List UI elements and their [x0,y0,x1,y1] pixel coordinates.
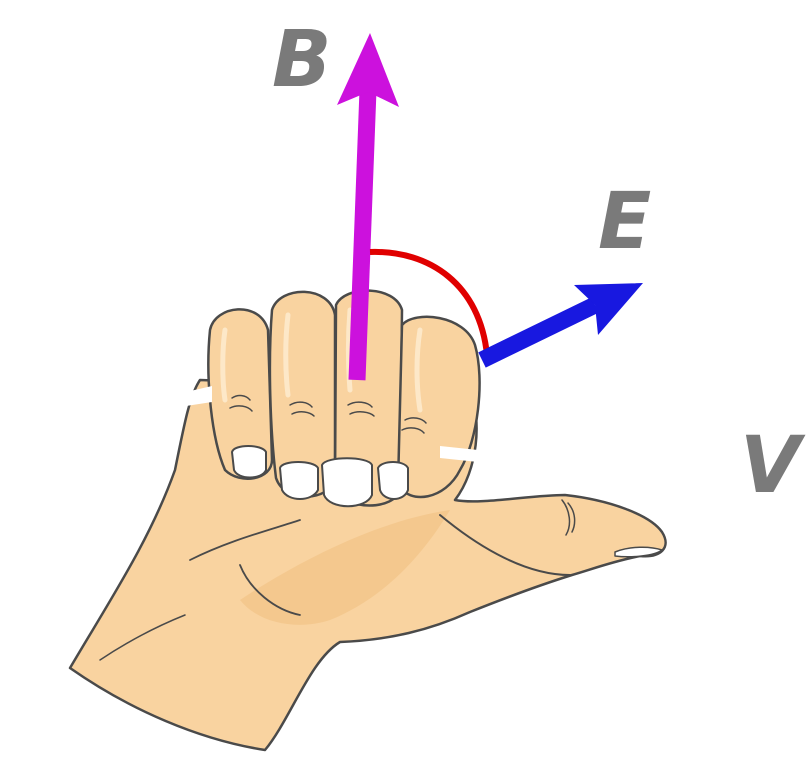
palm-line [189,519,301,561]
fingernail [231,445,267,479]
fingernail [321,457,373,508]
fingernail [279,461,319,500]
b-vector-arrowhead [337,33,399,107]
angle-arc [369,248,490,356]
b-vector-shaft [348,89,377,381]
palm-line [239,564,301,616]
finger-band [440,446,478,462]
finger-highlight [220,327,228,403]
finger-highlight [414,327,423,413]
thumb-nail [614,546,663,558]
finger-highlight [283,312,291,398]
knuckle-crease [401,417,427,434]
palm-shading [240,510,450,625]
thumb-crease [439,514,571,576]
wrist-line [99,614,186,661]
finger-band [186,386,212,406]
b-vector [337,33,399,381]
knuckle-crease [347,401,375,417]
thumb-knuckle [561,499,576,536]
fingernail [377,461,409,500]
knuckle-crease [289,401,315,417]
e-vector-label: E [598,177,651,267]
finger-highlight [346,307,353,393]
e-vector-arrowhead [574,283,643,335]
v-vector-label: V [740,421,806,511]
e-vector-shaft [478,297,599,368]
e-vector [478,283,643,368]
hand-icon [68,289,667,752]
knuckle-crease [229,394,253,412]
b-vector-label: B [272,15,331,105]
